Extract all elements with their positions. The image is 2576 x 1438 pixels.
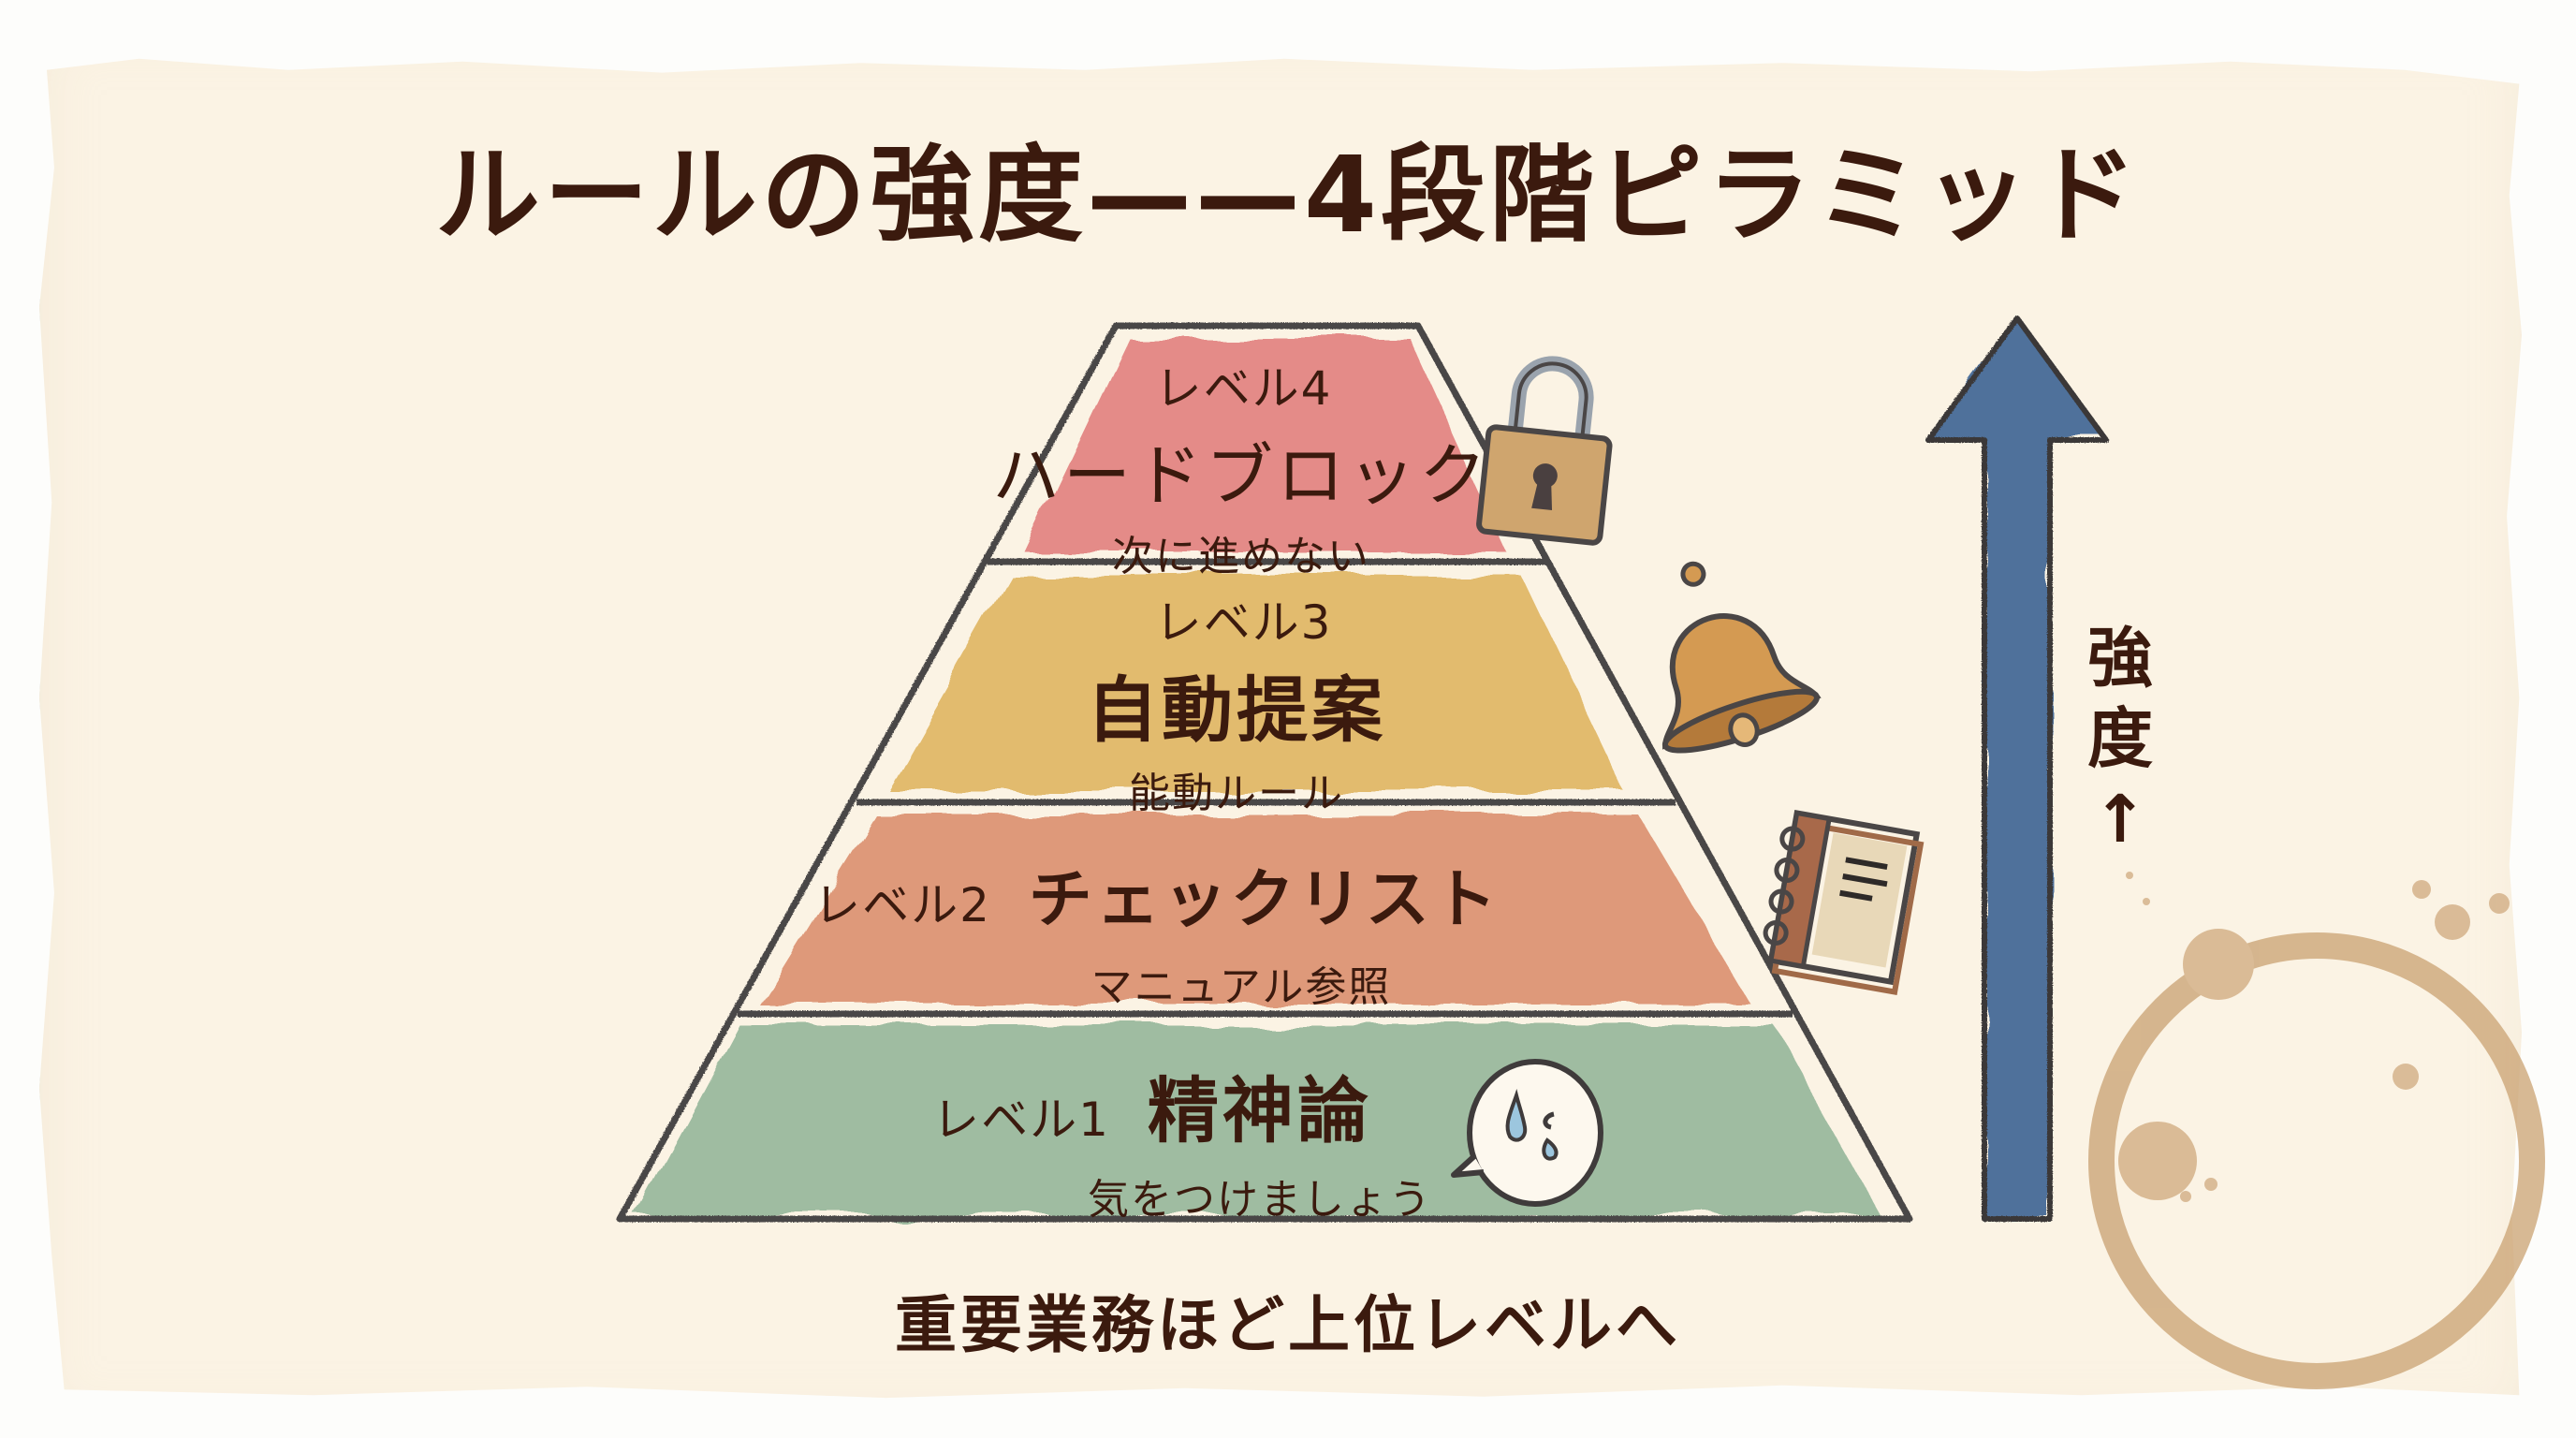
padlock-icon bbox=[1476, 356, 1613, 546]
level2-name: チェックリスト bbox=[1028, 863, 1500, 937]
level3-name: 自動提案 bbox=[1087, 668, 1386, 752]
level3-description: 能動ルール bbox=[1129, 770, 1344, 817]
level1-label: レベル1 bbox=[932, 1093, 1110, 1147]
strength-arrow-icon bbox=[1925, 315, 2109, 1222]
level4-name: ハードブロック bbox=[991, 436, 1490, 515]
level4-description: 次に進めない bbox=[1112, 533, 1370, 580]
level2-block: レベル2 チェックリスト マニュアル参照 bbox=[0, 847, 2576, 1013]
notebook-icon bbox=[1763, 809, 1925, 995]
footer-caption: 重要業務ほど上位レベルへ bbox=[895, 1289, 1681, 1361]
axis-label-char-1: 強 bbox=[2087, 620, 2153, 697]
level3-block: レベル3 自動提案 能動ルール bbox=[0, 585, 2576, 819]
level2-fill bbox=[758, 814, 1750, 1004]
level4-fill bbox=[1025, 337, 1507, 552]
page-title: ルールの強度——4段階ピラミッド bbox=[435, 135, 2141, 257]
level2-label: レベル2 bbox=[813, 878, 991, 932]
strength-axis-label: 強 度 ↑ bbox=[2078, 618, 2162, 859]
level3-label: レベル3 bbox=[1154, 595, 1333, 650]
bell-icon bbox=[1661, 561, 1822, 754]
crying-speech-bubble-icon bbox=[1451, 1059, 1603, 1207]
level4-block: レベル4 ハードブロック 次に進めない bbox=[0, 351, 2576, 582]
coffee-splatter bbox=[2126, 872, 2510, 1202]
level4-label: レベル4 bbox=[1154, 361, 1333, 416]
level2-description: マニュアル参照 bbox=[1090, 963, 1392, 1011]
level3-fill bbox=[889, 576, 1624, 791]
up-arrow-icon: ↑ bbox=[2092, 781, 2148, 858]
coffee-stain bbox=[2088, 929, 2545, 1389]
level1-block: レベル1 精神論 気をつけましょう bbox=[0, 1053, 2576, 1225]
level1-description: 気をつけましょう bbox=[1088, 1176, 1432, 1224]
level1-name: 精神論 bbox=[1147, 1069, 1372, 1152]
axis-label-char-2: 度 bbox=[2087, 700, 2153, 777]
